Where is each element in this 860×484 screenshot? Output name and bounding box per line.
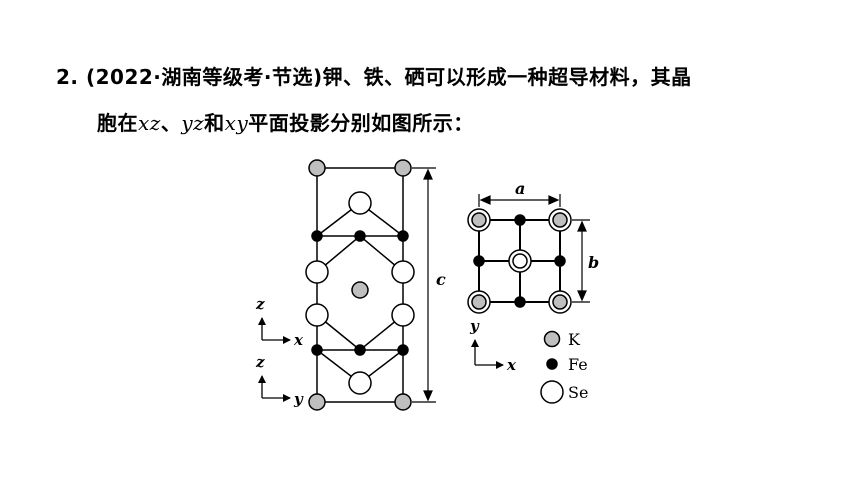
question-line-1: 2. (2022·湖南等级考·节选)钾、铁、硒可以形成一种超导材料，其晶: [56, 61, 692, 90]
separator: 、: [160, 111, 182, 135]
plane-yz-label: yz: [181, 111, 205, 135]
legend-k-swatch: [543, 330, 561, 348]
legend-k-label: K: [568, 330, 581, 349]
question-text-1: 钾、铁、硒可以形成一种超导材料，其晶: [322, 65, 692, 89]
legend-se-swatch: [540, 380, 564, 404]
side-view-atoms: [305, 159, 415, 411]
conjunction: 和: [204, 111, 225, 135]
k-atom: [308, 159, 326, 177]
axis-top-view: [471, 339, 504, 369]
k-atom: [351, 281, 369, 299]
k-atom: [308, 393, 326, 411]
se-atom: [391, 303, 415, 327]
fe-atom: [354, 230, 366, 242]
fe-atom: [354, 344, 366, 356]
se-atom: [348, 191, 372, 215]
question-text-2b: 平面投影分别如图所示：: [248, 111, 474, 135]
b-label: b: [588, 253, 599, 272]
k-atom: [471, 294, 487, 310]
legend: K Fe Se: [540, 330, 588, 404]
se-atom: [305, 260, 329, 284]
c-dimension: [412, 167, 436, 403]
question-line-2: 胞在xz、yz和xy平面投影分别如图所示：: [97, 107, 474, 136]
fe-atom: [473, 255, 485, 267]
b-dimension: [572, 219, 590, 303]
fe-atom: [311, 230, 323, 242]
plane-xy-label: xy: [224, 111, 249, 135]
axis-x-label: x: [506, 356, 517, 374]
k-atom: [394, 393, 412, 411]
b-arrow-top: [577, 220, 587, 232]
se-atom: [305, 303, 329, 327]
k-atom: [471, 212, 487, 228]
legend-se-label: Se: [568, 383, 588, 402]
k-atom: [394, 159, 412, 177]
legend-fe-label: Fe: [568, 355, 588, 374]
axis-upper: [258, 317, 291, 344]
c-arrow-top: [423, 168, 433, 180]
plane-xz-label: xz: [138, 111, 161, 135]
fe-atom: [397, 230, 409, 242]
b-arrow-bottom: [577, 290, 587, 302]
fe-atom: [514, 214, 526, 226]
axis-lower-z-label: z: [255, 353, 265, 371]
legend-fe-swatch: [546, 358, 558, 370]
c-label: c: [436, 270, 446, 289]
fe-atom: [514, 296, 526, 308]
se-atom: [348, 371, 372, 395]
a-dimension: [478, 194, 561, 207]
axis-upper-x-label: x: [293, 331, 304, 349]
k-atom: [512, 253, 528, 269]
a-arrow-left: [479, 195, 491, 205]
c-arrow-bottom: [423, 390, 433, 402]
fe-atom: [554, 255, 566, 267]
se-atom: [391, 260, 415, 284]
fe-atom: [397, 344, 409, 356]
top-view-atoms: [467, 208, 572, 314]
question-number: 2.: [56, 65, 79, 89]
fe-atom: [311, 344, 323, 356]
axis-upper-z-label: z: [255, 295, 265, 313]
question-text-2a: 胞在: [97, 111, 138, 135]
axis-lower-y-label: y: [293, 390, 304, 408]
k-atom: [552, 212, 568, 228]
side-view-cell-outline: [316, 167, 404, 403]
a-label: a: [515, 179, 525, 198]
question-source: (2022·湖南等级考·节选): [85, 65, 323, 89]
a-arrow-right: [548, 195, 560, 205]
axis-y-label: y: [469, 317, 480, 335]
axis-lower: [258, 375, 291, 402]
k-atom: [552, 294, 568, 310]
